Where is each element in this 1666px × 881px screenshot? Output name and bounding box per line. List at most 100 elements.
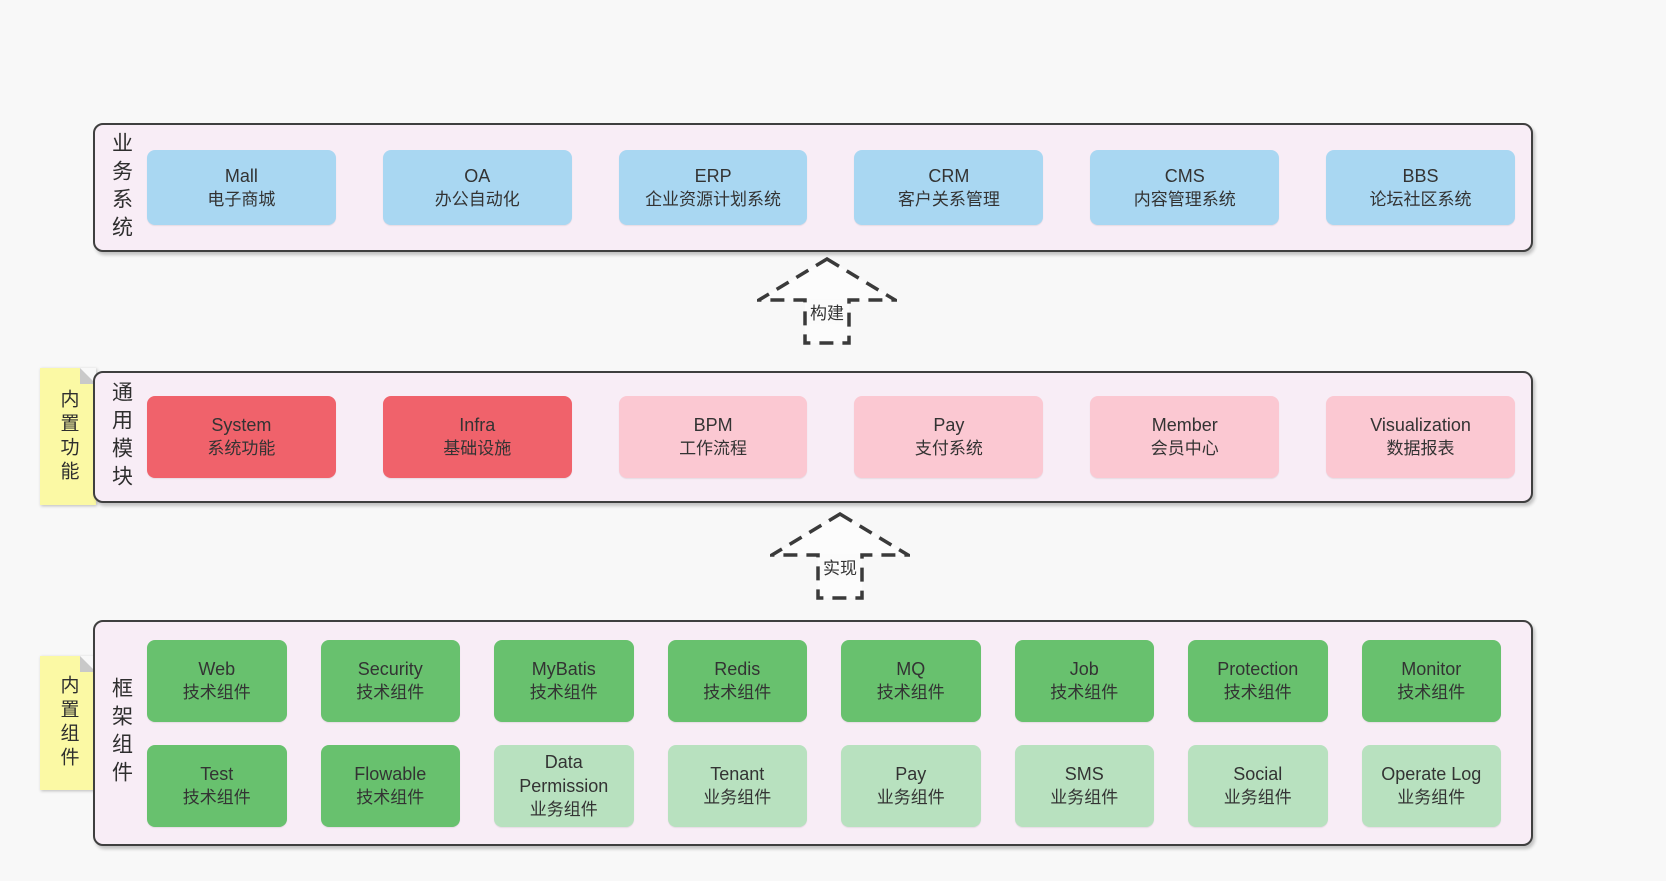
- components-box-rows: Web 技术组件 Security 技术组件 MyBatis 技术组件 Redi…: [147, 639, 1531, 827]
- box-subtitle: 基础设施: [443, 439, 512, 458]
- box-subtitle: 电子商城: [207, 189, 276, 209]
- box-operate-log: Operate Log 业务组件: [1361, 744, 1501, 827]
- box-subtitle: 业务组件: [876, 787, 945, 807]
- box-subtitle: 技术组件: [182, 787, 251, 807]
- box-web: Web 技术组件: [147, 639, 287, 722]
- section-label-column: 业务系统: [95, 125, 147, 250]
- build-arrow: 构建: [757, 257, 897, 345]
- section-common-modules: 通用模块 System 系统功能 Infra 基础设施 BPM 工作流程 Pay…: [93, 371, 1533, 503]
- box-bbs: BBS 论坛社区系统: [1326, 150, 1515, 225]
- box-subtitle: 技术组件: [1223, 682, 1292, 702]
- box-title: Job: [1069, 658, 1099, 679]
- box-subtitle: 技术组件: [876, 682, 945, 702]
- sticky-note-builtin-features: 内置功能: [40, 368, 96, 505]
- box-cms: CMS 内容管理系统: [1090, 150, 1280, 225]
- box-title: Security: [357, 658, 423, 679]
- box-title: BBS: [1402, 165, 1439, 186]
- box-title: Infra: [459, 415, 496, 435]
- box-title: CRM: [928, 165, 970, 186]
- modules-box-row: System 系统功能 Infra 基础设施 BPM 工作流程 Pay 支付系统…: [147, 396, 1531, 478]
- box-subtitle: 内容管理系统: [1133, 189, 1236, 209]
- box-subtitle: 会员中心: [1150, 439, 1219, 458]
- box-subtitle: 办公自动化: [434, 189, 520, 209]
- box-security: Security 技术组件: [320, 639, 460, 722]
- box-title: Member: [1151, 415, 1218, 435]
- box-protection: Protection 技术组件: [1188, 639, 1328, 722]
- box-title: Flowable: [354, 763, 427, 784]
- box-subtitle: 系统功能: [207, 439, 276, 458]
- box-subtitle: 企业资源计划系统: [645, 189, 782, 209]
- box-title: Tenant: [710, 763, 765, 784]
- box-subtitle: 业务组件: [529, 799, 598, 819]
- box-bpm: BPM 工作流程: [618, 396, 808, 478]
- section-label-column: 框架组件: [95, 622, 147, 844]
- box-subtitle: 技术组件: [356, 787, 425, 807]
- box-subtitle: 业务组件: [1050, 787, 1119, 807]
- box-title: System: [211, 415, 272, 435]
- section-label: 通用模块: [109, 381, 133, 493]
- box-crm: CRM 客户关系管理: [854, 150, 1044, 225]
- box-title: Monitor: [1401, 658, 1462, 679]
- box-mq: MQ 技术组件: [841, 639, 981, 722]
- box-title: CMS: [1164, 165, 1205, 186]
- box-subtitle: 数据报表: [1386, 439, 1455, 458]
- box-title: MQ: [896, 658, 926, 679]
- box-pay: Pay 支付系统: [854, 396, 1044, 478]
- box-data-permission: Data Permission 业务组件: [494, 744, 634, 827]
- box-subtitle: 业务组件: [1397, 787, 1466, 807]
- box-title: ERP: [694, 165, 732, 186]
- box-sms: SMS 业务组件: [1014, 744, 1154, 827]
- box-subtitle: 工作流程: [679, 439, 748, 458]
- box-title: MyBatis: [531, 658, 596, 679]
- box-title: Social: [1233, 763, 1283, 784]
- arrow-label-implement: 实现: [820, 554, 860, 579]
- box-job: Job 技术组件: [1014, 639, 1154, 722]
- arrow-label-build: 构建: [807, 299, 847, 324]
- box-title: Data Permission: [519, 751, 609, 796]
- box-subtitle: 技术组件: [182, 682, 251, 702]
- box-title: Operate Log: [1381, 763, 1482, 784]
- box-title: Visualization: [1370, 415, 1471, 435]
- sticky-note-text: 内置功能: [57, 388, 79, 485]
- box-subtitle: 技术组件: [529, 682, 598, 702]
- box-subtitle: 支付系统: [914, 439, 983, 458]
- box-title: BPM: [693, 415, 733, 435]
- box-subtitle: 论坛社区系统: [1369, 189, 1472, 209]
- components-row-2: Test 技术组件 Flowable 技术组件 Data Permission …: [147, 744, 1501, 827]
- box-pay-biz: Pay 业务组件: [841, 744, 981, 827]
- box-infra: Infra 基础设施: [382, 396, 572, 478]
- box-title: Test: [200, 763, 234, 784]
- box-subtitle: 技术组件: [1050, 682, 1119, 702]
- section-business-systems: 业务系统 Mall 电子商城 OA 办公自动化 ERP 企业资源计划系统 CRM…: [93, 123, 1533, 252]
- section-framework-components: 框架组件 Web 技术组件 Security 技术组件 MyBatis 技术组件…: [93, 620, 1533, 846]
- box-subtitle: 业务组件: [703, 787, 772, 807]
- sticky-note-text: 内置组件: [57, 675, 79, 771]
- section-label: 框架组件: [109, 677, 133, 789]
- box-title: Protection: [1217, 658, 1299, 679]
- box-erp: ERP 企业资源计划系统: [618, 150, 808, 225]
- box-mall: Mall 电子商城: [147, 150, 336, 225]
- box-member: Member 会员中心: [1090, 396, 1280, 478]
- box-system: System 系统功能: [147, 396, 336, 478]
- business-box-row: Mall 电子商城 OA 办公自动化 ERP 企业资源计划系统 CRM 客户关系…: [147, 150, 1531, 225]
- sticky-note-builtin-components: 内置组件: [40, 656, 96, 790]
- box-flowable: Flowable 技术组件: [320, 744, 460, 827]
- section-label: 业务系统: [109, 131, 133, 244]
- box-test: Test 技术组件: [147, 744, 287, 827]
- box-title: Pay: [933, 415, 965, 435]
- box-mybatis: MyBatis 技术组件: [494, 639, 634, 722]
- box-subtitle: 技术组件: [356, 682, 425, 702]
- box-title: Redis: [714, 658, 761, 679]
- box-monitor: Monitor 技术组件: [1361, 639, 1501, 722]
- box-title: SMS: [1064, 763, 1104, 784]
- box-subtitle: 技术组件: [703, 682, 772, 702]
- box-subtitle: 业务组件: [1223, 787, 1292, 807]
- box-subtitle: 技术组件: [1397, 682, 1466, 702]
- box-oa: OA 办公自动化: [382, 150, 572, 225]
- box-title: Mall: [224, 165, 258, 186]
- box-subtitle: 客户关系管理: [897, 189, 1000, 209]
- box-title: Pay: [895, 763, 927, 784]
- box-title: OA: [464, 165, 491, 186]
- implement-arrow: 实现: [770, 512, 910, 600]
